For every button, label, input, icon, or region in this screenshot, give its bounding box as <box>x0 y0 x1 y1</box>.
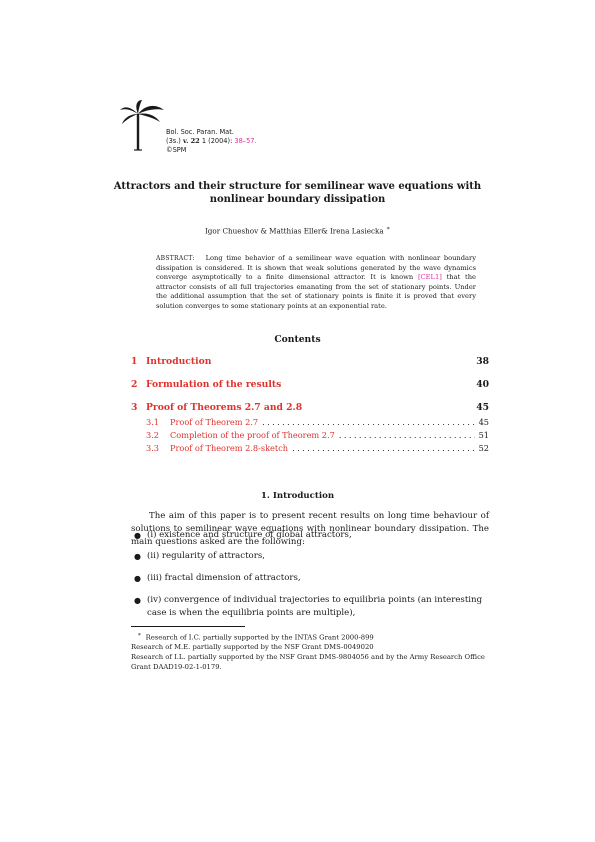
journal-name: Bol. Soc. Paran. Mat. <box>166 128 234 136</box>
toc-leader: ........................................… <box>338 430 475 440</box>
citation-link[interactable]: [CEL1] <box>417 273 442 282</box>
bullet-icon: ● <box>134 574 141 583</box>
toc-leader: ........................................… <box>262 417 474 427</box>
contents-heading: Contents <box>274 334 321 345</box>
abstract: ABSTRACT: Long time behavior of a semili… <box>156 254 476 310</box>
toc-leader: ........................................… <box>292 443 475 453</box>
paper-title: Attractors and their structure for semil… <box>113 181 482 205</box>
journal-logo-icon <box>120 100 164 151</box>
copyright: ©SPM <box>166 146 187 154</box>
footnote-2: Research of M.E. partially supported by … <box>131 643 374 652</box>
authors: Igor Chueshov & Matthias Eller& Irena La… <box>204 225 391 236</box>
journal-header: Bol. Soc. Paran. Mat. (3s.) v. 22 1 (200… <box>166 128 257 155</box>
author-footnote-mark: ∗ <box>385 225 391 232</box>
footnote-3: Research of I.L. partially supported by … <box>131 653 485 672</box>
section-heading-introduction: 1. Introduction <box>260 491 335 501</box>
toc-subsection-3-1[interactable]: 3.1 Proof of Theorem 2.7 ...............… <box>146 417 489 427</box>
footnote-1: ∗ Research of I.C. partially supported b… <box>137 632 374 642</box>
journal-volume-line: (3s.) v. 22 1 (2004): 38–57. <box>166 137 257 145</box>
list-item: ● (iv) convergence of individual traject… <box>134 595 483 618</box>
toc-section-3[interactable]: 3 Proof of Theorems 2.7 and 2.8 45 <box>131 402 489 413</box>
intro-paragraph: The aim of this paper is to present rece… <box>131 511 489 547</box>
toc-section-2[interactable]: 2 Formulation of the results 40 <box>131 379 489 390</box>
pages-link[interactable]: 38–57. <box>234 137 257 145</box>
list-item: ● (iii) fractal dimension of attractors, <box>134 573 301 583</box>
list-item: ● (i) existence and structure of global … <box>134 530 352 540</box>
footnote-rule <box>131 626 245 627</box>
bullet-icon: ● <box>134 596 141 605</box>
list-item: ● (ii) regularity of attractors, <box>134 551 265 561</box>
abstract-label: ABSTRACT: <box>156 255 195 262</box>
footnotes: ∗ Research of I.C. partially supported b… <box>131 630 491 672</box>
bullet-icon: ● <box>134 531 141 540</box>
bullet-icon: ● <box>134 552 141 561</box>
toc-subsection-3-3[interactable]: 3.3 Proof of Theorem 2.8-sketch ........… <box>146 443 489 453</box>
toc-section-1[interactable]: 1 Introduction 38 <box>131 356 489 367</box>
toc-subsection-3-2[interactable]: 3.2 Completion of the proof of Theorem 2… <box>146 430 489 440</box>
